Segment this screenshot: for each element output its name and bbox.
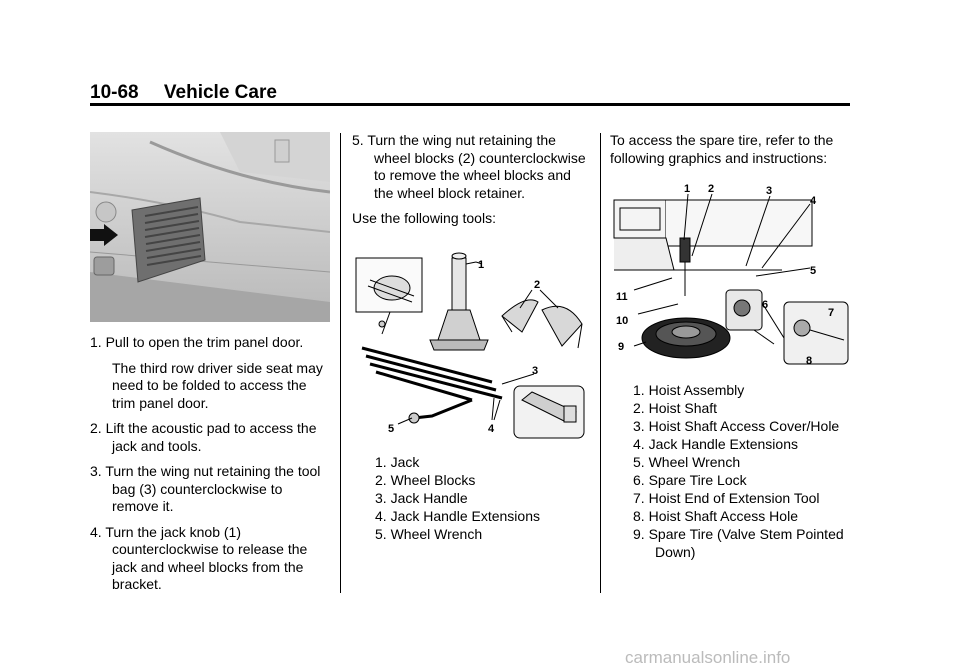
- fig-label: 9: [618, 341, 624, 353]
- step-5: 5. Turn the wing nut retaining the wheel…: [352, 132, 586, 201]
- legend-item: 1. Jack: [375, 454, 420, 470]
- legend-item: 7. Hoist End of Extension Tool: [633, 490, 820, 506]
- step-3: 3. Turn the wing nut retaining the tool …: [90, 463, 321, 514]
- spare-tire-illustration: 1 2 3 4 5 6 7 8 9 10 11: [613, 183, 849, 367]
- tools-intro: Use the following tools:: [352, 210, 496, 226]
- fig-label: 3: [766, 185, 772, 197]
- tools-illustration: 1 2 3 4 5: [355, 252, 585, 439]
- fig-label: 8: [806, 355, 812, 367]
- legend-item: 3. Hoist Shaft Access Cover/Hole: [633, 418, 840, 434]
- spare-tire-intro: To access the spare tire, refer to the f…: [610, 132, 834, 166]
- fig-label: 7: [828, 307, 834, 319]
- page-number: 10-68: [90, 82, 139, 103]
- step-2: 2. Lift the acoustic pad to access the j…: [90, 420, 317, 454]
- step-1: 1. Pull to open the trim panel door.: [90, 334, 304, 350]
- legend-item: 4. Jack Handle Extensions: [375, 508, 540, 524]
- fig-label: 10: [616, 315, 628, 327]
- footer-watermark: carmanualsonline.info: [625, 648, 791, 667]
- tools-legend: 1. Jack 2. Wheel Blocks 3. Jack Handle 4…: [375, 454, 590, 544]
- legend-item: 1. Hoist Assembly: [633, 382, 745, 398]
- column-1-text: 1. Pull to open the trim panel door. The…: [90, 334, 330, 602]
- trim-panel-photo: [90, 132, 330, 322]
- spare-tire-legend: 1. Hoist Assembly 2. Hoist Shaft 3. Hois…: [633, 382, 855, 562]
- column-divider: [340, 133, 341, 593]
- step-1-note: The third row driver side seat may need …: [112, 359, 323, 411]
- fig-label: 4: [488, 423, 495, 435]
- fig-label: 2: [534, 279, 540, 291]
- fig-label: 11: [616, 291, 628, 303]
- fig-label: 6: [762, 299, 768, 311]
- fig-label: 3: [532, 365, 538, 377]
- column-2-text: 5. Turn the wing nut retaining the wheel…: [352, 132, 592, 236]
- page-header: 10-68 Vehicle Care: [90, 82, 277, 104]
- fig-label: 4: [810, 195, 817, 207]
- legend-item: 4. Jack Handle Extensions: [633, 436, 798, 452]
- fig-label: 1: [684, 183, 690, 195]
- legend-item: 2. Hoist Shaft: [633, 400, 718, 416]
- section-title: Vehicle Care: [163, 82, 277, 103]
- legend-item: 8. Hoist Shaft Access Hole: [633, 508, 798, 524]
- legend-item: 3. Jack Handle: [375, 490, 468, 506]
- legend-item: 5. Wheel Wrench: [375, 526, 483, 542]
- fig-label: 1: [478, 259, 484, 271]
- fig-label: 5: [388, 423, 394, 435]
- column-3-text: To access the spare tire, refer to the f…: [610, 132, 855, 175]
- legend-item: 5. Wheel Wrench: [633, 454, 741, 470]
- legend-item: 2. Wheel Blocks: [375, 472, 476, 488]
- legend-item: 9. Spare Tire (Valve Stem Pointed Down): [633, 526, 844, 560]
- step-4: 4. Turn the jack knob (1) counterclockwi…: [90, 523, 308, 593]
- header-rule: [90, 103, 850, 106]
- legend-item: 6. Spare Tire Lock: [633, 472, 747, 488]
- fig-label: 2: [708, 183, 714, 195]
- fig-label: 5: [810, 265, 816, 277]
- column-divider: [600, 133, 601, 593]
